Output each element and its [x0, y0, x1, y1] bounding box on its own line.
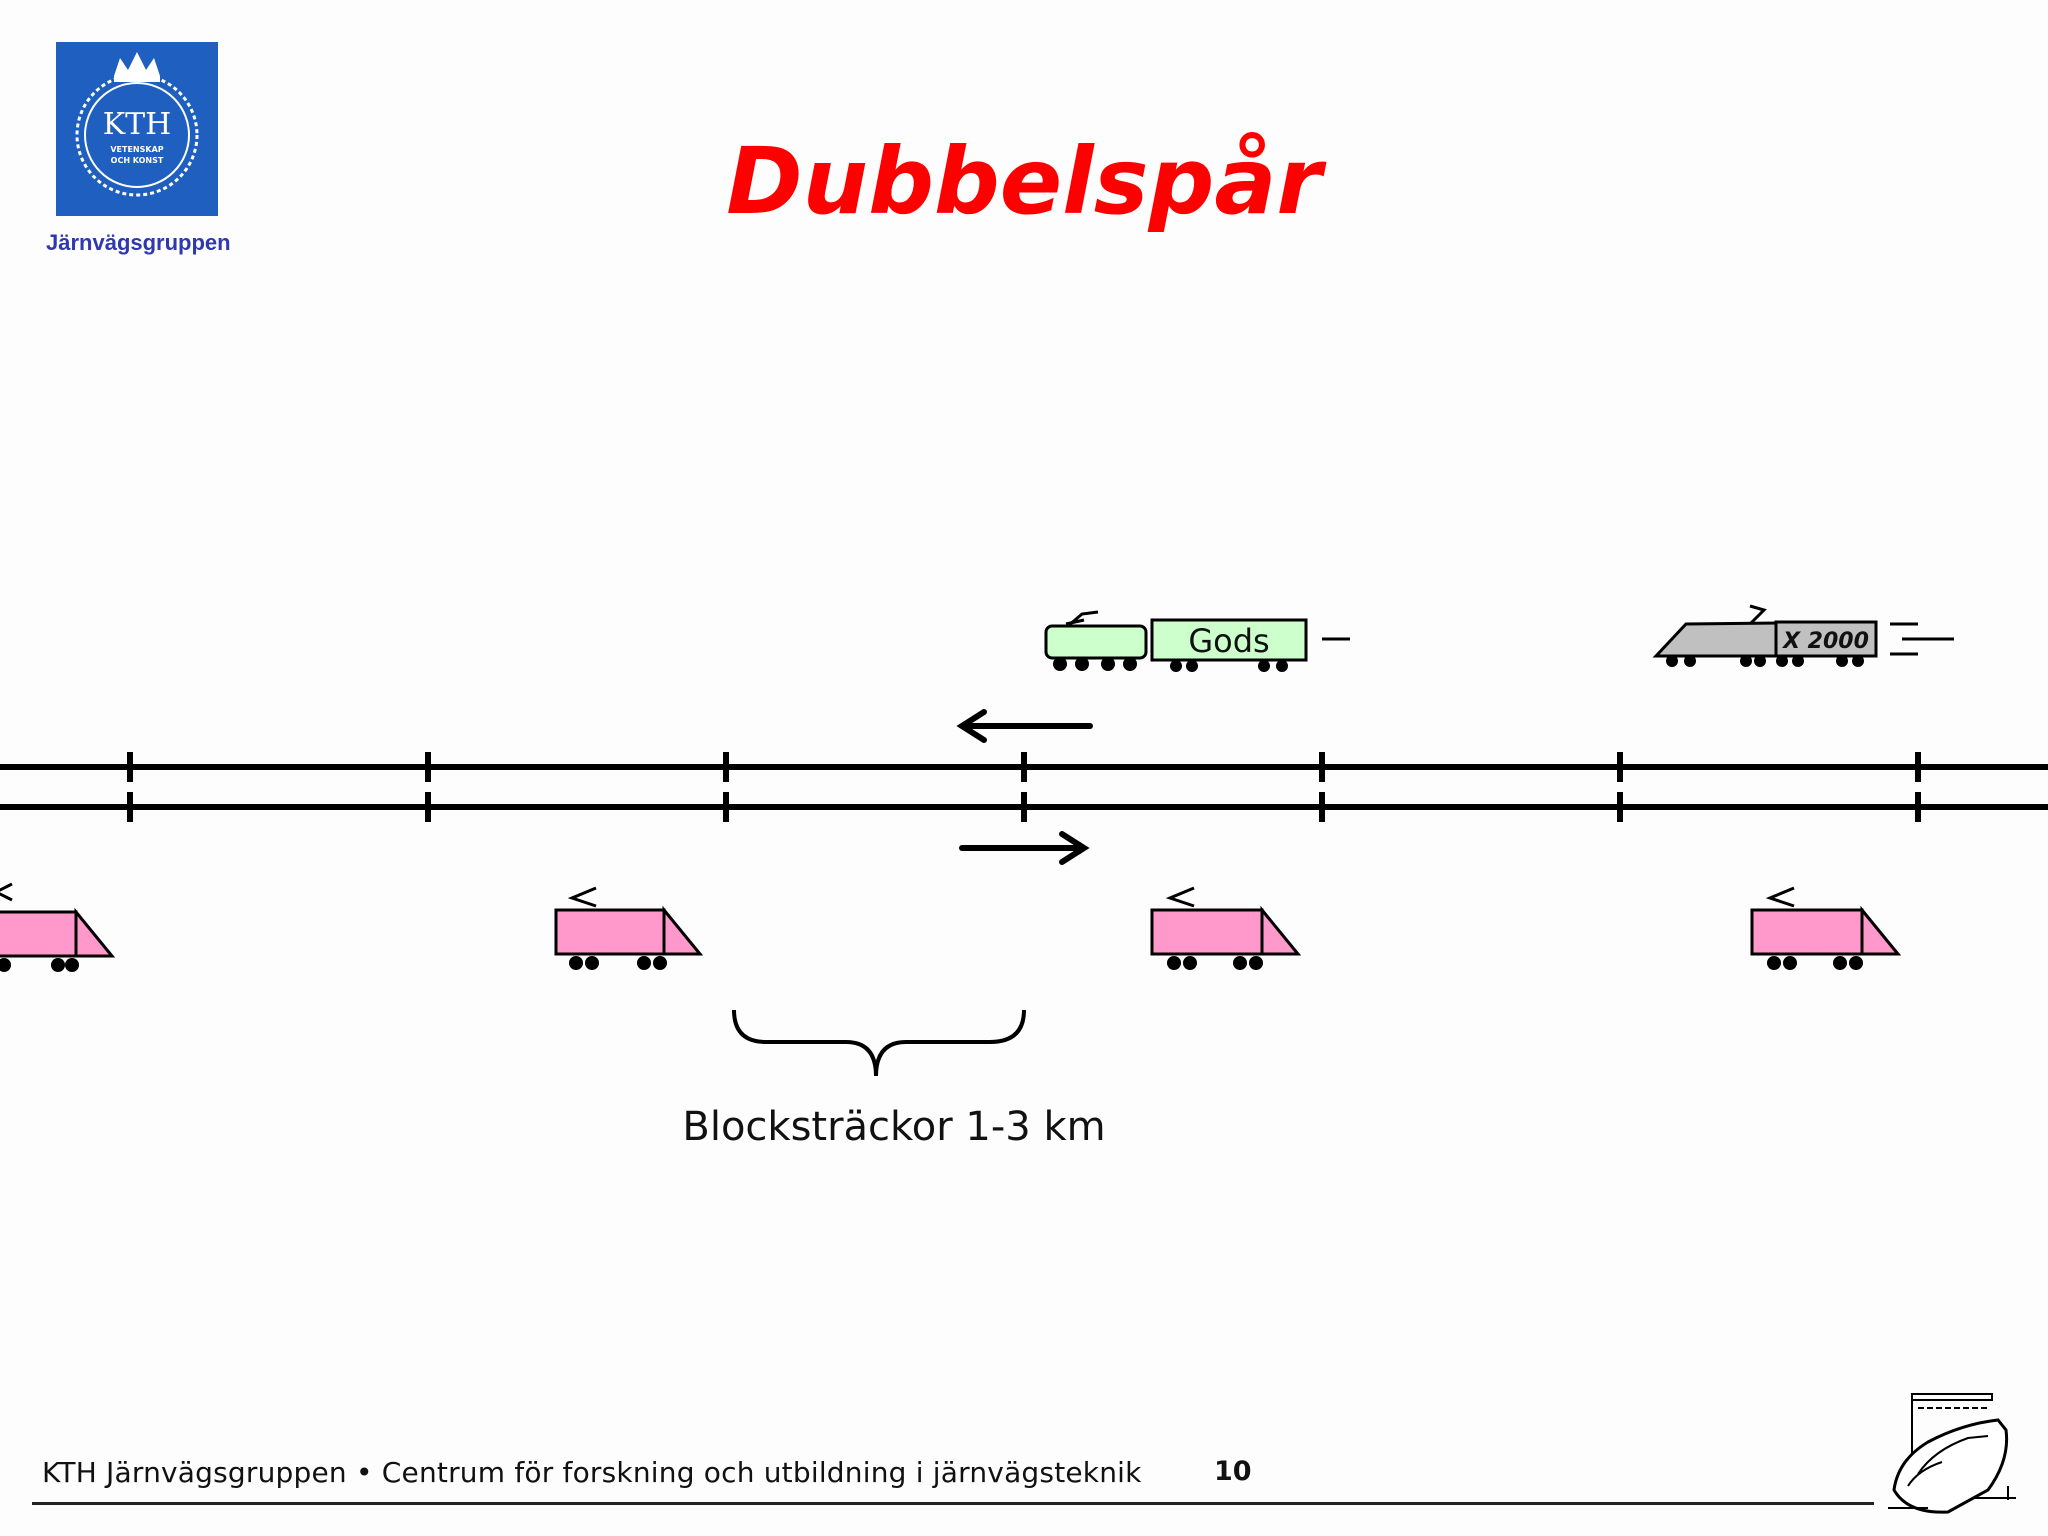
local-train [1150, 886, 1302, 970]
block-markers [127, 752, 1921, 822]
pantograph-icon [1765, 886, 1795, 908]
pantograph-icon [1165, 886, 1195, 908]
local-train [1750, 886, 1902, 970]
block-section-label: Blocksträckor 1-3 km [682, 1104, 1105, 1150]
kth-crown-emblem: KTH VETENSKAP OCH KONST [75, 52, 199, 197]
freight-train: Gods [1044, 610, 1350, 672]
slide-title-text: Dubbelspår [726, 128, 1322, 235]
local-train [0, 882, 116, 972]
freight-wagon [1150, 618, 1308, 662]
svg-text:OCH KONST: OCH KONST [111, 156, 164, 165]
local-train [554, 886, 704, 970]
svg-text:VETENSKAP: VETENSKAP [110, 145, 163, 154]
freight-label: Gods [1188, 622, 1269, 660]
x2000-train: X 2000 [1652, 604, 1954, 667]
x2000-label: X 2000 [1781, 629, 1869, 654]
left-arrow-icon [956, 709, 1093, 743]
x2000-wheels [1666, 655, 1864, 667]
pantograph-icon [567, 886, 597, 908]
slide-title: Dubbelspår [0, 128, 2048, 235]
group-name: Järnvägsgruppen [46, 230, 231, 255]
high-speed-train-icon [1888, 1393, 2016, 1514]
footer-text: KTH Järnvägsgruppen • Centrum för forskn… [42, 1456, 1142, 1489]
svg-text:KTH: KTH [103, 107, 172, 142]
freight-wheels [1053, 657, 1288, 672]
kth-logo: KTH VETENSKAP OCH KONST [56, 42, 218, 216]
freight-locomotive [1044, 624, 1148, 660]
speed-lines [1890, 622, 1954, 656]
page-number: 10 [1214, 1456, 1252, 1487]
footer-divider [32, 1502, 1874, 1505]
pantograph-icon [1746, 604, 1767, 628]
block-section-brace [732, 1009, 1026, 1077]
pantograph-icon [0, 882, 13, 902]
right-arrow-icon [959, 831, 1090, 865]
